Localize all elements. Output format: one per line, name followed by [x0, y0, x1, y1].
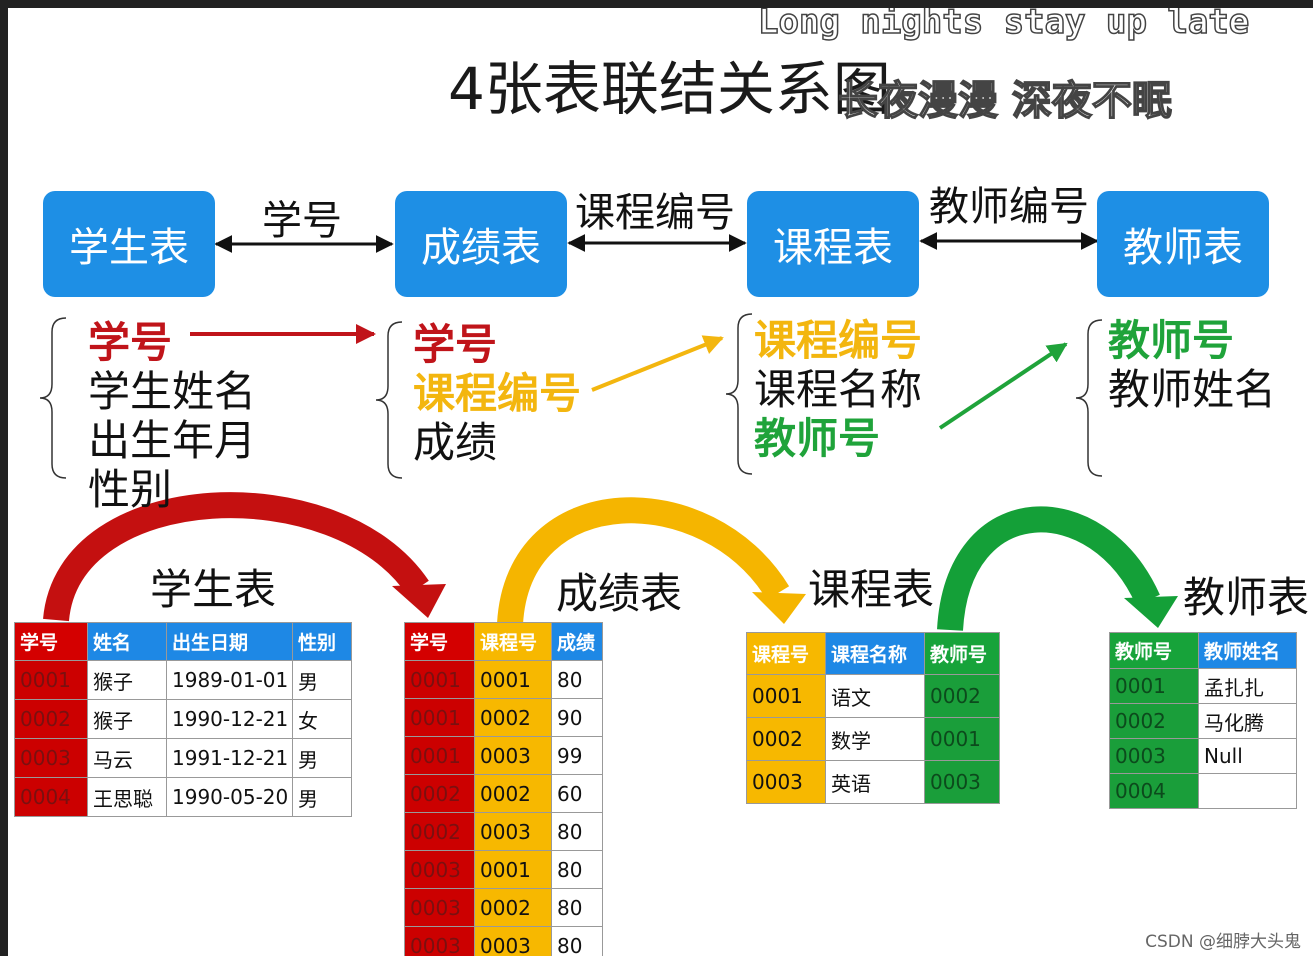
- watermark-cn: 长夜漫漫 深夜不眠: [837, 77, 1172, 125]
- student-data-table: 学号 姓名 出生日期 性别 0001 猴子 1989-01-01 男 0002 …: [14, 622, 352, 817]
- relation-label-3: 教师编号: [929, 184, 1089, 230]
- table-row: 0001 0001 80: [404, 660, 603, 699]
- table-row: 0002 数学 0001: [746, 717, 1000, 761]
- table-row: 0003 0003 80: [404, 926, 603, 956]
- curve-arrow-red: [43, 492, 429, 622]
- brace-course: [725, 313, 753, 475]
- watermark-en: Long nights stay up late: [757, 8, 1250, 43]
- teacher-fields: 教师号 教师姓名: [1108, 316, 1277, 414]
- box-score-table: 成绩表: [395, 191, 567, 297]
- relation-label-1: 学号: [262, 198, 342, 244]
- table-header-row: 课程号 课程名称 教师号: [746, 632, 1000, 675]
- curve-arrow-green: [937, 506, 1160, 631]
- course-fields: 课程编号 课程名称 教师号: [754, 316, 923, 463]
- curve-arrowhead-green: [1124, 596, 1178, 628]
- table-row: 0004 王思聪 1990-05-20 男: [14, 777, 352, 817]
- curve-arrowhead-red: [392, 584, 446, 618]
- credit-watermark: CSDN @细脖大头鬼: [1145, 932, 1301, 952]
- table-row: 0001 0003 99: [404, 736, 603, 775]
- student-fields: 学号 学生姓名 出生年月 性别: [88, 318, 257, 514]
- table-row: 0003 0001 80: [404, 850, 603, 889]
- table-row: 0004: [1109, 773, 1297, 809]
- table-row: 0002 0002 60: [404, 774, 603, 813]
- curve-arrow-yellow: [497, 497, 790, 626]
- brace-teacher: [1075, 319, 1103, 477]
- curve-arrowhead-yellow: [752, 592, 806, 624]
- table-row: 0003 英语 0003: [746, 760, 1000, 804]
- diagram-canvas: 4张表联结关系图 Long nights stay up late 长夜漫漫 深…: [8, 8, 1313, 956]
- score-data-table: 学号 课程号 成绩 0001 0001 80 0001 0002 90 0001…: [404, 622, 603, 956]
- table-row: 0003 Null: [1109, 738, 1297, 774]
- table-row: 0001 语文 0002: [746, 674, 1000, 718]
- box-teacher-table: 教师表: [1097, 191, 1269, 297]
- page-title: 4张表联结关系图: [448, 55, 891, 123]
- box-student-table: 学生表: [43, 191, 215, 297]
- table-row: 0003 马云 1991-12-21 男: [14, 738, 352, 778]
- table-row: 0002 马化腾: [1109, 703, 1297, 739]
- teacher-data-table: 教师号 教师姓名 0001 孟扎扎 0002 马化腾 0003 Null 000…: [1109, 632, 1297, 809]
- table-row: 0002 0003 80: [404, 812, 603, 851]
- table-label-teacher: 教师表: [1183, 573, 1310, 622]
- table-row: 0002 猴子 1990-12-21 女: [14, 699, 352, 739]
- table-label-student: 学生表: [150, 565, 277, 614]
- brace-score: [375, 321, 403, 479]
- table-row: 0001 猴子 1989-01-01 男: [14, 660, 352, 700]
- link-arrow-green: [938, 342, 1068, 430]
- relation-label-2: 课程编号: [575, 190, 735, 236]
- table-header-row: 教师号 教师姓名: [1109, 632, 1297, 669]
- table-row: 0003 0002 80: [404, 888, 603, 927]
- table-row: 0001 0002 90: [404, 698, 603, 737]
- table-header-row: 学号 课程号 成绩: [404, 622, 603, 661]
- link-arrow-yellow: [591, 335, 724, 392]
- course-data-table: 课程号 课程名称 教师号 0001 语文 0002 0002 数学 0001 0…: [746, 632, 1000, 804]
- table-label-score: 成绩表: [556, 569, 683, 618]
- box-course-table: 课程表: [747, 191, 919, 297]
- brace-student: [39, 317, 67, 479]
- connector-layer: [39, 232, 1178, 631]
- table-header-row: 学号 姓名 出生日期 性别: [14, 622, 352, 661]
- table-label-course: 课程表: [808, 565, 935, 614]
- score-fields: 学号 课程编号 成绩: [413, 320, 582, 467]
- table-row: 0001 孟扎扎: [1109, 668, 1297, 704]
